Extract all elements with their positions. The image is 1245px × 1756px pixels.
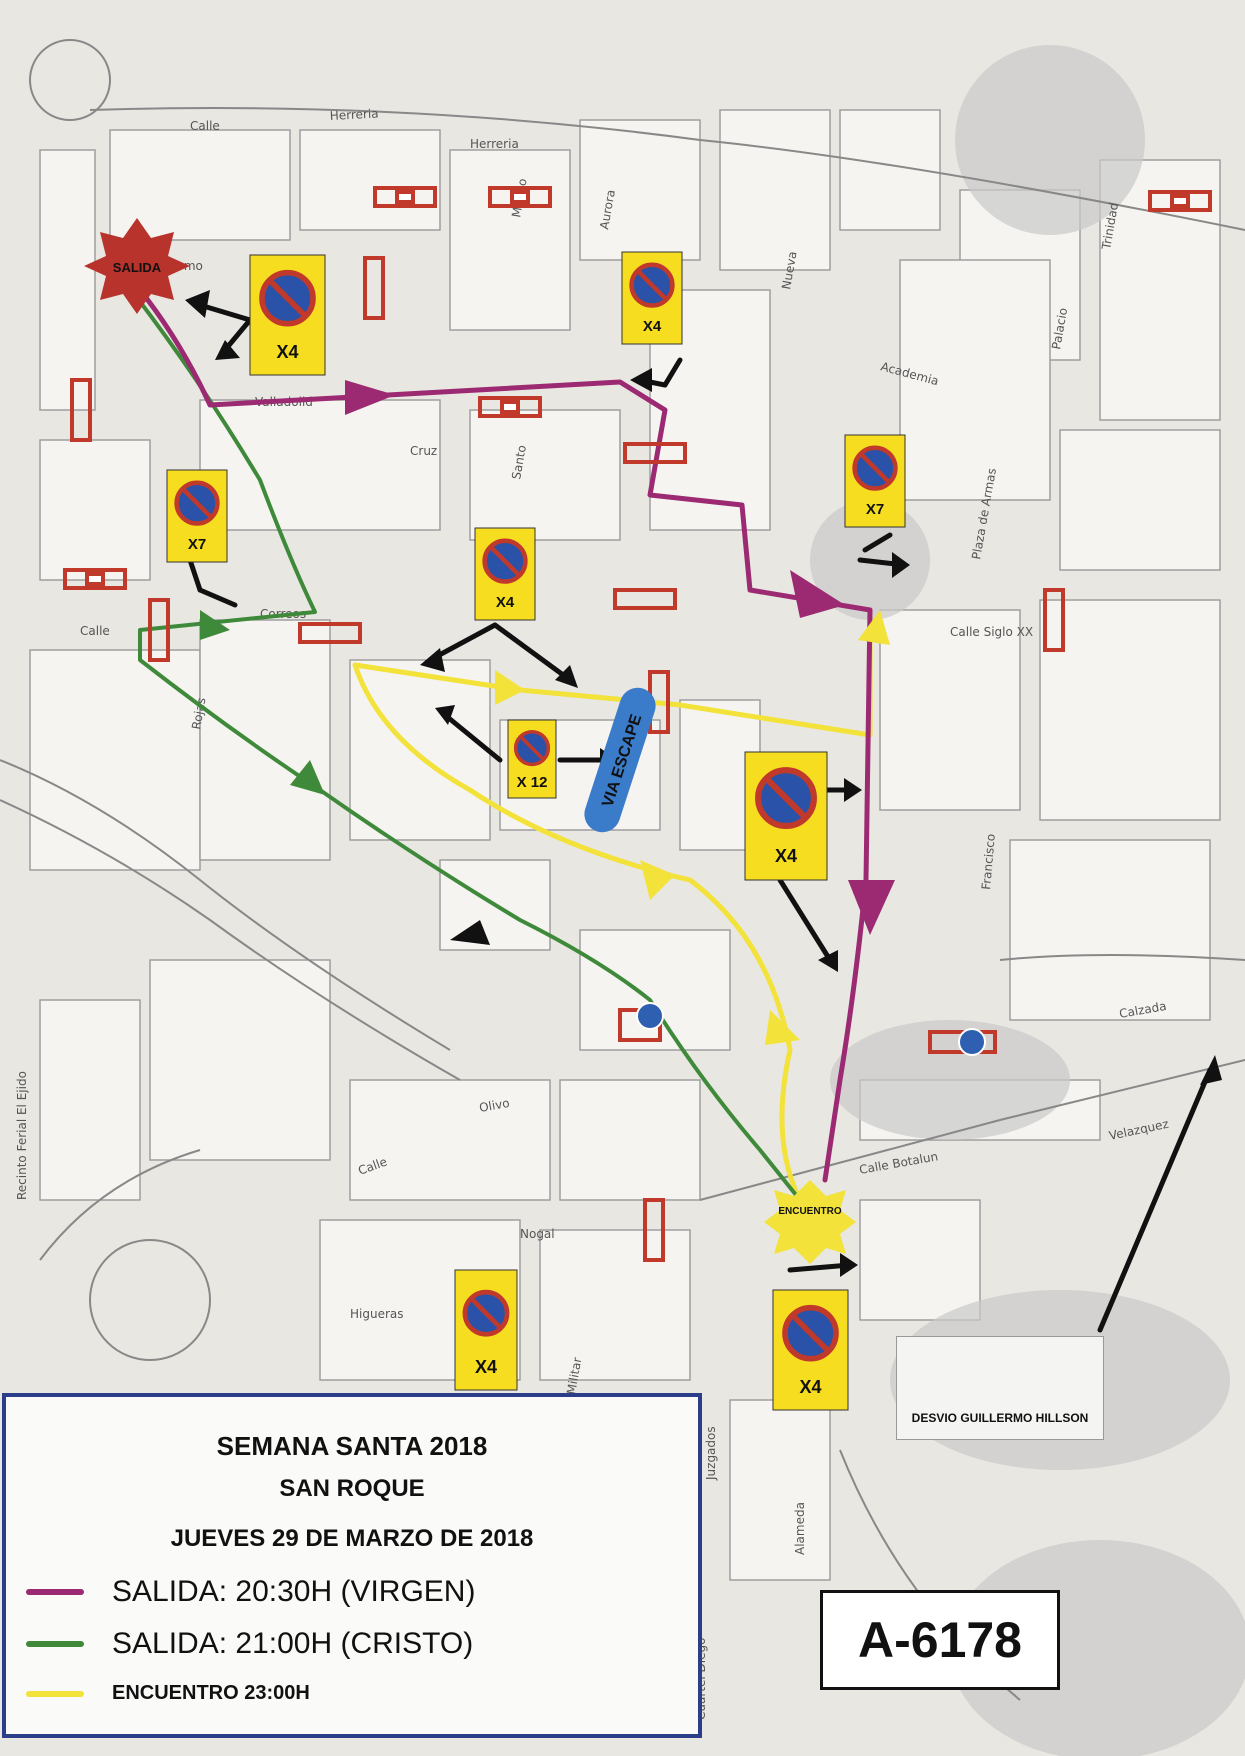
barrier-icon [363,256,385,320]
parking-sign: X4 [474,527,536,621]
street-label: Juzgados [704,1426,718,1481]
legend-swatch [26,1589,84,1595]
street-label: Herreria [470,137,519,151]
encuentro-arrow [858,610,890,645]
direction-arrows [187,302,1213,1333]
no-parking-icon [174,480,220,526]
cristo-arrow [290,760,325,795]
detour-arrow-icon [958,1028,986,1056]
barrier-icon [643,1198,665,1262]
parking-sign-label: X4 [775,846,797,866]
parking-sign: X4 [621,251,683,345]
barrier-icon [613,588,677,610]
legend: SEMANA SANTA 2018 SAN ROQUE JUEVES 29 DE… [2,1393,702,1738]
encuentro-arrow [495,670,525,705]
parking-sign: X4 [454,1269,518,1391]
street-label: Recinto Ferial El Ejido [15,1071,29,1200]
no-parking-icon [259,269,316,327]
street-label: Santo [509,444,529,481]
parking-sign: X7 [166,469,228,563]
encuentro-arrow [640,860,675,900]
barrier-icon [298,622,362,644]
street-label: Olivo [478,1096,511,1115]
barrier-icon [478,396,542,418]
legend-swatch [26,1641,84,1647]
virgen-arrow [345,380,395,415]
parking-sign: X7 [844,434,906,528]
no-parking-icon [755,767,817,830]
street-label: Rojas [189,696,208,730]
legend-item-cristo: SALIDA: 21:00H (CRISTO) [26,1627,473,1661]
detour-arrow-icon [636,1002,664,1030]
parking-sign-label: X4 [276,342,298,362]
parking-sign: X4 [249,254,326,376]
detour-box: DESVIO GUILLERMO HILLSON [896,1336,1104,1440]
encuentro-route [352,662,873,738]
street-label: Herreria [329,106,378,123]
meeting-label: ENCUENTRO [778,1206,842,1217]
legend-swatch [26,1690,84,1697]
parking-sign-label: X7 [866,501,884,518]
barrier-icon [623,442,687,464]
start-marker: SALIDA [84,218,190,314]
street-label: Aurora [597,189,618,231]
cristo-arrow [200,610,230,640]
direction-arrowheads [185,290,1222,1277]
barrier-icon [63,568,127,590]
barrier-icon [1043,588,1065,652]
barrier-icon [373,186,437,208]
virgen-arrow [848,880,895,935]
legend-item-virgen: SALIDA: 20:30H (VIRGEN) [26,1575,475,1609]
legend-title: SEMANA SANTA 2018 [216,1431,488,1461]
parking-sign: X4 [772,1289,849,1411]
street-label: Calle [190,119,220,133]
street-label: Nueva [779,250,799,290]
route-code: A-6178 [820,1590,1060,1690]
parking-sign-label: X 12 [517,774,548,791]
legend-subtitle: SAN ROQUE [279,1475,425,1502]
encuentro-arrow [765,1010,800,1045]
street-label: Militar [564,1356,584,1395]
street-label: Calle Siglo XX [950,625,1033,639]
parking-sign-label: X4 [475,1357,497,1377]
route-arrows [200,380,895,1045]
street-label: Cruz [410,444,437,458]
virgen-arrow [790,570,845,618]
no-parking-icon [482,538,528,584]
street-label: Nogal [520,1227,555,1241]
legend-item-encuentro: ENCUENTRO 23:00H [26,1682,310,1705]
meeting-marker: ENCUENTRO [764,1180,856,1264]
no-parking-icon [513,729,551,767]
barrier-icon [1148,190,1212,212]
parking-sign-label: X7 [188,536,206,553]
barrier-icon [488,186,552,208]
street-label: Calle [80,624,110,638]
parking-sign: X4 [744,751,828,881]
no-parking-icon [782,1304,839,1362]
legend-label: SALIDA: 21:00H (CRISTO) [112,1627,474,1660]
start-label: SALIDA [113,260,162,275]
no-parking-icon [852,445,898,491]
encuentro-route [352,662,803,1203]
street-label: Francisco [979,833,998,890]
no-parking-icon [629,262,675,308]
legend-label: SALIDA: 20:30H (VIRGEN) [112,1575,476,1608]
parking-sign: X 12 [507,719,557,799]
street-label: Alameda [793,1502,807,1555]
street-label: Higueras [350,1307,404,1321]
parking-sign-label: X4 [799,1377,821,1397]
legend-label: ENCUENTRO 23:00H [112,1682,310,1704]
parking-sign-label: X4 [643,318,662,335]
no-parking-icon [462,1289,510,1337]
barrier-icon [70,378,92,442]
legend-date: JUEVES 29 DE MARZO DE 2018 [170,1525,534,1552]
detour-label: DESVIO GUILLERMO HILLSON [911,1411,1089,1425]
barrier-icon [148,598,170,662]
parking-sign-label: X4 [496,594,515,611]
